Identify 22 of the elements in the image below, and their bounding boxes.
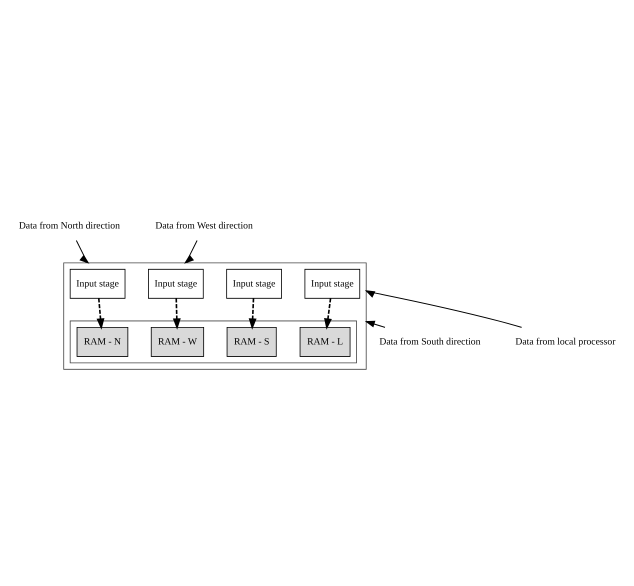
node-box: RAM - S xyxy=(226,326,277,356)
arrow xyxy=(76,240,90,264)
arrow xyxy=(364,320,386,328)
cluster xyxy=(70,320,357,363)
node-text: Data from local processor xyxy=(515,336,616,347)
cluster xyxy=(63,262,367,370)
node-text: Data from West direction xyxy=(155,220,253,231)
node-text: Data from South direction xyxy=(379,336,480,347)
arrow xyxy=(172,298,181,330)
node-box: RAM - L xyxy=(300,326,350,356)
node-text: Data from North direction xyxy=(18,220,120,231)
arrow xyxy=(324,298,332,330)
node-box: Input stage xyxy=(148,268,204,298)
node-box: RAM - N xyxy=(76,326,128,356)
node-box: RAM - W xyxy=(150,326,204,356)
arrow xyxy=(364,290,522,328)
node-box: Input stage xyxy=(70,268,126,298)
node-box: Input stage xyxy=(226,268,282,298)
arrow xyxy=(184,240,198,264)
arrow xyxy=(248,298,257,330)
node-box: Input stage xyxy=(304,268,360,298)
arrow xyxy=(96,298,104,330)
